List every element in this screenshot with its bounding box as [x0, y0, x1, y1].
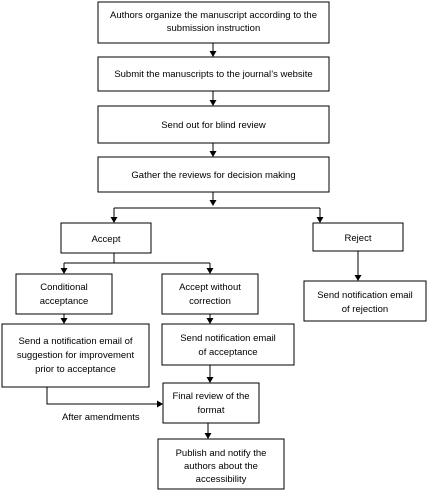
arrowhead — [206, 377, 214, 383]
arrowhead — [204, 433, 212, 439]
step-label: Authors organize the manuscript accordin… — [110, 10, 317, 21]
step-label: Submit the manuscripts to the journal’s … — [114, 69, 312, 80]
connector-amendments-to-final — [46, 387, 157, 405]
arrowhead — [354, 275, 362, 281]
edge-label-after-amendments: After amendments — [62, 412, 140, 423]
step-label: Gather the reviews for decision making — [131, 170, 295, 181]
step-label: Publish and notify the — [176, 448, 267, 459]
step-label: prior to acceptance — [35, 364, 116, 375]
arrowhead — [209, 200, 217, 206]
step-label: Send notification email — [180, 333, 276, 344]
step-label: Final review of the — [172, 391, 249, 402]
step-accept: Accept — [60, 222, 152, 254]
step-label: of acceptance — [198, 347, 257, 358]
step-reject: Reject — [312, 222, 404, 252]
step-label: acceptance — [40, 296, 89, 307]
step-label: Reject — [345, 233, 372, 244]
step-organize-manuscript: Authors organize the manuscript accordin… — [97, 1, 330, 44]
step-final-review: Final review of the format — [162, 382, 260, 424]
step-label: of rejection — [342, 304, 388, 315]
step-notify-rejection: Send notification email of rejection — [303, 280, 427, 322]
arrowhead — [110, 217, 118, 223]
step-label: Send notification email — [317, 290, 413, 301]
arrowhead — [209, 51, 217, 57]
arrowhead — [206, 318, 214, 324]
step-label: Conditional — [40, 282, 88, 293]
arrowhead — [206, 268, 214, 274]
connectors — [46, 43, 362, 439]
step-label: submission instruction — [167, 23, 260, 34]
arrowhead — [316, 217, 324, 223]
arrowhead — [209, 100, 217, 106]
step-label: Accept — [91, 234, 120, 245]
step-blind-review: Send out for blind review — [97, 105, 330, 144]
step-submit-manuscript: Submit the manuscripts to the journal’s … — [97, 56, 330, 92]
step-label: Accept without — [179, 282, 241, 293]
step-notify-suggestion: Send a notification email of suggestion … — [1, 323, 150, 388]
arrowhead — [60, 318, 68, 324]
step-label: Send a notification email of — [18, 336, 132, 347]
step-label: authors about the — [184, 461, 258, 472]
arrowhead — [157, 400, 163, 408]
arrowhead — [60, 268, 68, 274]
step-publish-notify: Publish and notify the authors about the… — [157, 438, 285, 490]
step-label: Send out for blind review — [161, 120, 266, 131]
step-label: accessibility — [196, 474, 247, 485]
step-notify-acceptance: Send notification email of acceptance — [161, 323, 295, 366]
step-label: format — [198, 405, 225, 416]
step-conditional-acceptance: Conditional acceptance — [15, 273, 113, 315]
step-label: correction — [189, 296, 231, 307]
step-label: suggestion for improvement — [17, 350, 135, 361]
step-gather-reviews: Gather the reviews for decision making — [97, 156, 330, 193]
arrowhead — [209, 151, 217, 157]
step-accept-without-correction: Accept without correction — [161, 273, 259, 315]
